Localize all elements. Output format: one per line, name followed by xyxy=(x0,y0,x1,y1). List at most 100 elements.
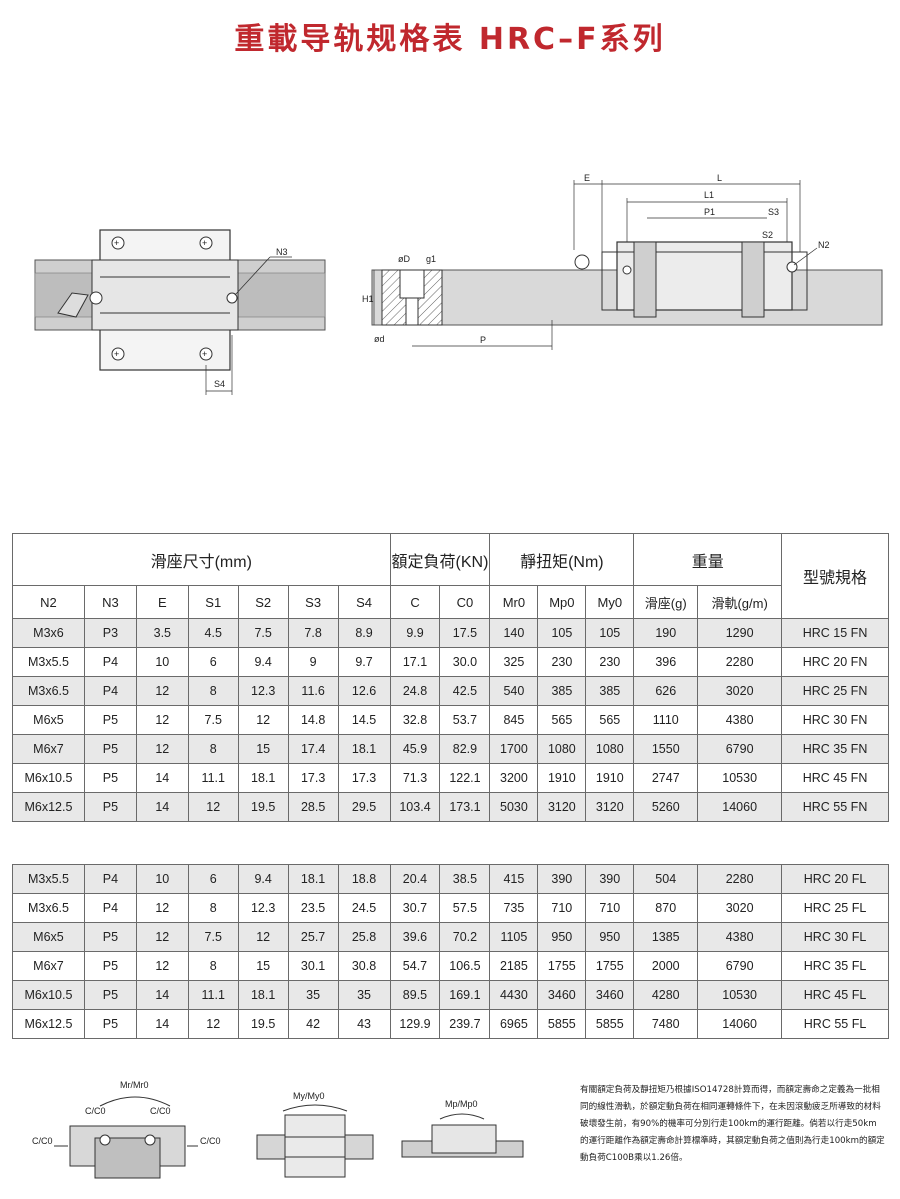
weight-header: 重量 xyxy=(633,533,783,586)
table-cell: 239.7 xyxy=(439,1009,491,1039)
table-cell: 1550 xyxy=(633,734,699,764)
table-cell: 11.1 xyxy=(187,763,239,793)
table-cell: 385 xyxy=(537,676,587,706)
table-cell: HRC 25 FL xyxy=(781,893,889,923)
table-cell: 12 xyxy=(237,705,289,735)
table-cell: 12.6 xyxy=(337,676,391,706)
table-cell: 43 xyxy=(337,1009,391,1039)
table-cell: 1290 xyxy=(697,618,783,648)
table-cell: 28.5 xyxy=(287,792,339,822)
table-cell: 35 xyxy=(287,980,339,1010)
my-label: My/My0 xyxy=(293,1091,325,1101)
table-cell: 10530 xyxy=(697,763,783,793)
table-cell: 169.1 xyxy=(439,980,491,1010)
table-cell: 8 xyxy=(187,951,239,981)
table-cell: M6x7 xyxy=(12,951,85,981)
s2-label: S2 xyxy=(762,230,773,240)
table-cell: 845 xyxy=(489,705,539,735)
table-cell: 42 xyxy=(287,1009,339,1039)
table-cell: 9.7 xyxy=(337,647,391,677)
table-cell: P5 xyxy=(83,763,137,793)
table-cell: 390 xyxy=(585,864,635,894)
od-big-label: øD xyxy=(398,254,410,264)
table-cell: 89.5 xyxy=(389,980,441,1010)
my-moment-diagram: My/My0 xyxy=(256,1091,374,1178)
table-cell: 14 xyxy=(135,1009,189,1039)
table-cell: 12 xyxy=(135,676,189,706)
table-cell: 173.1 xyxy=(439,792,491,822)
table-cell: 30.1 xyxy=(287,951,339,981)
table-cell: 42.5 xyxy=(439,676,491,706)
h1-label: H1 xyxy=(362,294,374,304)
table-cell: 4.5 xyxy=(187,618,239,648)
table-cell: 106.5 xyxy=(439,951,491,981)
table-cell: 57.5 xyxy=(439,893,491,923)
table-cell: 7480 xyxy=(633,1009,699,1039)
table-cell: 20.4 xyxy=(389,864,441,894)
table-cell: 14.8 xyxy=(287,705,339,735)
mp-moment-diagram: Mp/Mp0 xyxy=(401,1099,524,1158)
mp-label: Mp/Mp0 xyxy=(445,1099,478,1109)
table-cell: 9.4 xyxy=(237,647,289,677)
svg-text:+: + xyxy=(114,238,119,248)
col-header: C xyxy=(389,585,441,619)
table-cell: 45.9 xyxy=(389,734,441,764)
c-c0-label-4: C/C0 xyxy=(200,1136,221,1146)
table-cell: 6 xyxy=(187,647,239,677)
table-cell: 14.5 xyxy=(337,705,391,735)
table-cell: HRC 20 FN xyxy=(781,647,889,677)
table-cell: 396 xyxy=(633,647,699,677)
table-cell: 19.5 xyxy=(237,1009,289,1039)
table-cell: P3 xyxy=(83,618,137,648)
table-cell: 1080 xyxy=(537,734,587,764)
p1-label: P1 xyxy=(704,207,715,217)
svg-text:+: + xyxy=(202,349,207,359)
table-cell: 11.1 xyxy=(187,980,239,1010)
table-cell: 8 xyxy=(187,734,239,764)
rated-load-header: 額定負荷(KN) xyxy=(389,533,491,586)
c-c0-label-3: C/C0 xyxy=(32,1136,53,1146)
mr-moment-diagram: Mr/Mr0 C/C0 C/C0 C/C0 C/C0 xyxy=(32,1080,221,1179)
table-cell: 190 xyxy=(633,618,699,648)
table-cell: 230 xyxy=(537,647,587,677)
l1-label: L1 xyxy=(704,190,714,200)
n2-label: N2 xyxy=(818,240,830,250)
table-cell: HRC 15 FN xyxy=(781,618,889,648)
col-header: S4 xyxy=(337,585,391,619)
svg-text:+: + xyxy=(202,238,207,248)
table-cell: M6x5 xyxy=(12,922,85,952)
table-cell: 710 xyxy=(537,893,587,923)
table-cell: 230 xyxy=(585,647,635,677)
table-cell: M6x10.5 xyxy=(12,980,85,1010)
table-cell: 23.5 xyxy=(287,893,339,923)
table-cell: 30.8 xyxy=(337,951,391,981)
table-cell: 6 xyxy=(187,864,239,894)
table-cell: 2185 xyxy=(489,951,539,981)
side-view-drawing: E L L1 P1 S3 S2 N2 øD g1 H1 ød P xyxy=(362,173,883,350)
table-cell: P4 xyxy=(83,893,137,923)
table-cell: 626 xyxy=(633,676,699,706)
table-cell: 35 xyxy=(337,980,391,1010)
table-cell: 14 xyxy=(135,980,189,1010)
table-cell: 2280 xyxy=(697,864,783,894)
table-cell: 25.8 xyxy=(337,922,391,952)
table-cell: 5260 xyxy=(633,792,699,822)
table-cell: 53.7 xyxy=(439,705,491,735)
table-cell: M6x5 xyxy=(12,705,85,735)
col-header: S2 xyxy=(237,585,289,619)
table-cell: 12.3 xyxy=(237,676,289,706)
table-cell: HRC 55 FL xyxy=(781,1009,889,1039)
table-cell: P5 xyxy=(83,951,137,981)
col-header: C0 xyxy=(439,585,491,619)
table-cell: 54.7 xyxy=(389,951,441,981)
table-cell: 30.7 xyxy=(389,893,441,923)
table-cell: 2000 xyxy=(633,951,699,981)
table-cell: 140 xyxy=(489,618,539,648)
table-cell: 12 xyxy=(237,922,289,952)
table-cell: P5 xyxy=(83,734,137,764)
l-label: L xyxy=(717,173,722,183)
table-cell: 12 xyxy=(135,893,189,923)
